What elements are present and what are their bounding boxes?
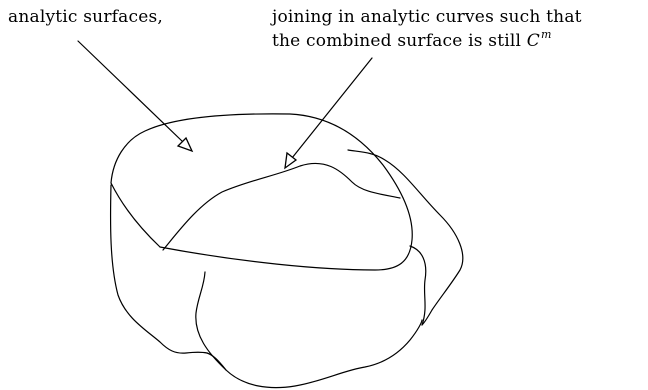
math-symbol-c: C xyxy=(526,31,541,51)
label-analytic-surfaces: analytic surfaces, xyxy=(8,7,163,27)
right-lobe-surface xyxy=(347,149,464,326)
interior-joining-curve xyxy=(162,162,401,251)
math-superscript-m: m xyxy=(541,28,552,41)
pointer-line-surfaces xyxy=(77,40,184,143)
right-lobe-fold xyxy=(409,245,427,326)
arrowhead-surfaces xyxy=(176,136,194,153)
top-surface-rim xyxy=(110,113,413,271)
arrowhead-curves xyxy=(284,151,298,170)
label-joining-curves-line-2-text: the combined surface is still xyxy=(272,31,527,51)
bottom-front-surface xyxy=(195,271,423,389)
bottom-left-connector xyxy=(206,352,227,371)
label-joining-curves-line-2: the combined surface is still Cm xyxy=(272,28,552,54)
left-seam-curve xyxy=(110,182,161,248)
pointer-line-curves xyxy=(291,57,373,159)
left-hanging-surface xyxy=(109,184,208,354)
label-joining-curves-line-1: joining in analytic curves such that xyxy=(272,7,582,27)
